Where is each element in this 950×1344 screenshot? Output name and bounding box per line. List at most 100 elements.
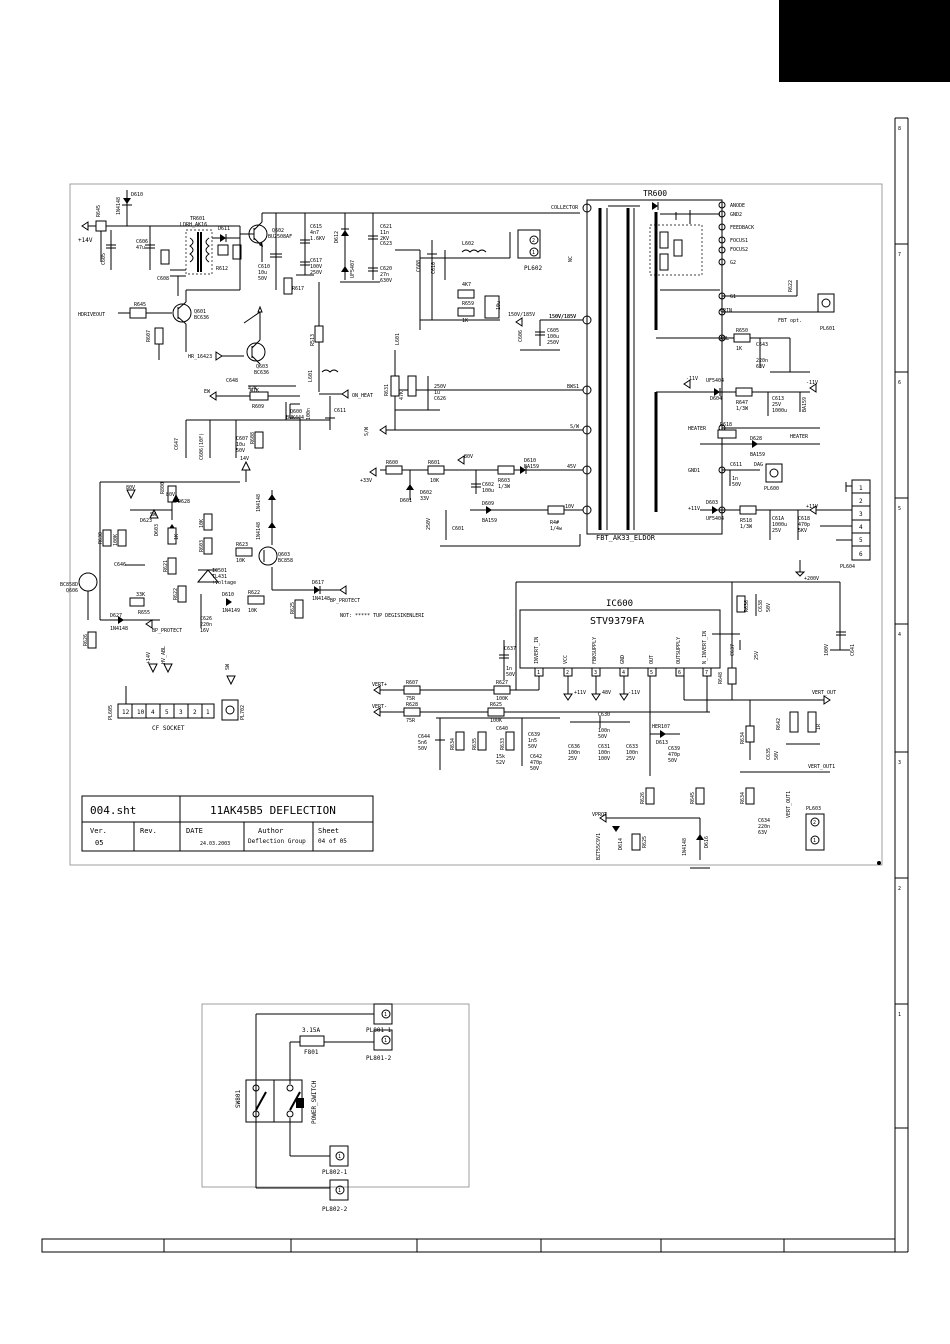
- svg-text:C620: C620: [380, 266, 392, 272]
- svg-text:D601: D601: [400, 498, 412, 504]
- svg-text:16V: 16V: [200, 628, 209, 634]
- fbt-label: FBT_AK33_ELDOR: [596, 534, 656, 542]
- svg-text:1: 1: [384, 1012, 387, 1018]
- svg-text:OUTSUPPLY: OUTSUPPLY: [676, 637, 682, 664]
- svg-text:Q602: Q602: [272, 228, 284, 234]
- svg-text:33K: 33K: [136, 592, 145, 598]
- svg-text:R650: R650: [736, 328, 748, 334]
- svg-text:C641: C641: [850, 644, 856, 656]
- pl801-2: PL801-2: [366, 1055, 392, 1062]
- svg-text:C633: C633: [626, 744, 638, 750]
- sheet-title: 11AK45B5 DEFLECTION: [210, 804, 336, 817]
- svg-text:50V: 50V: [598, 734, 607, 740]
- svg-text:100u: 100u: [482, 488, 494, 494]
- right-margin-strip: 8 7 6 5 4 3 2 1: [894, 117, 909, 1253]
- svg-text:R630: R630: [98, 532, 104, 544]
- svg-text:+11V: +11V: [688, 506, 700, 512]
- svg-text:5KV: 5KV: [798, 528, 807, 534]
- svg-text:470p: 470p: [668, 752, 680, 758]
- svg-text:C637: C637: [730, 644, 736, 656]
- fuse-rating: 3.15A: [302, 1027, 320, 1034]
- svg-text:R518: R518: [740, 518, 752, 524]
- svg-text:R4#: R4#: [550, 520, 559, 526]
- sheet-file: 004.sht: [90, 804, 136, 817]
- svg-text:G1: G1: [730, 294, 736, 300]
- svg-text:D602: D602: [420, 490, 432, 496]
- svg-text:100V: 100V: [824, 644, 830, 656]
- svg-text:C640: C640: [496, 726, 508, 732]
- fuse-ref: F801: [304, 1049, 319, 1056]
- svg-text:C605: C605: [101, 253, 107, 265]
- svg-text:100n: 100n: [598, 750, 610, 756]
- svg-text:6: 6: [898, 380, 901, 386]
- svg-text:5: 5: [650, 670, 653, 676]
- svg-text:R647: R647: [736, 400, 748, 406]
- svg-text:1/4w: 1/4w: [550, 526, 563, 532]
- svg-text:EW: EW: [204, 389, 211, 395]
- svg-text:250V: 250V: [426, 518, 432, 530]
- svg-text:C636: C636: [568, 744, 580, 750]
- svg-text:C618: C618: [798, 516, 810, 522]
- svg-text:PL605: PL605: [108, 705, 114, 720]
- svg-text:R625: R625: [642, 836, 648, 848]
- svg-text:C61A: C61A: [772, 516, 784, 522]
- svg-text:C601: C601: [452, 526, 464, 532]
- svg-text:N_INVERT_IN: N_INVERT_IN: [702, 631, 708, 664]
- svg-text:470p: 470p: [798, 522, 810, 528]
- svg-text:R623: R623: [236, 542, 248, 548]
- cf-socket-section: +14V HV_ABL SW 12 10 4 5 3 2 1 PL605 CF …: [108, 646, 246, 732]
- svg-text:HR_16423: HR_16423: [188, 354, 212, 360]
- svg-text:C602: C602: [482, 482, 494, 488]
- svg-text:27n: 27n: [380, 272, 389, 278]
- svg-text:GND1: GND1: [688, 468, 700, 474]
- svg-text:R625: R625: [290, 602, 296, 614]
- author-value: Deflection Group: [248, 838, 306, 845]
- svg-text:C626: C626: [200, 616, 212, 622]
- svg-text:R645: R645: [690, 792, 696, 804]
- sheet-value: 04 of 05: [318, 838, 347, 845]
- heater-label: HEATER: [790, 434, 809, 440]
- fbt-transformer: TR600 COLLECTOR NC 150V/185V BWS1 S/W 45…: [549, 189, 754, 542]
- svg-text:R622: R622: [788, 280, 794, 292]
- svg-text:VERT_OUT1: VERT_OUT1: [808, 764, 835, 770]
- svg-text:VPROT: VPROT: [592, 812, 607, 818]
- svg-text:75R: 75R: [406, 696, 416, 702]
- svg-text:BZT55C9V1: BZT55C9V1: [596, 833, 602, 860]
- svg-text:BC858: BC858: [278, 558, 293, 564]
- svg-text:D610: D610: [131, 192, 143, 198]
- svg-text:L601: L601: [395, 333, 401, 345]
- svg-text:D623: D623: [140, 518, 152, 524]
- svg-text:C637: C637: [504, 646, 516, 652]
- svg-text:+14V: +14V: [146, 652, 152, 664]
- svg-text:220n: 220n: [758, 824, 770, 830]
- svg-text:D604: D604: [710, 396, 722, 402]
- svg-text:Q603: Q603: [256, 364, 268, 370]
- svg-text:NC: NC: [568, 256, 574, 262]
- svg-text:FOCUS2: FOCUS2: [730, 247, 748, 253]
- svg-text:25V: 25V: [626, 756, 635, 762]
- svg-text:Q600: Q600: [290, 409, 302, 415]
- svg-text:PL604: PL604: [840, 564, 855, 570]
- svg-text:R626: R626: [640, 792, 646, 804]
- svg-text:50V: 50V: [732, 482, 741, 488]
- svg-text:150V/185V: 150V/185V: [549, 314, 576, 320]
- svg-text:FBT opt.: FBT opt.: [778, 318, 802, 324]
- svg-text:15k: 15k: [496, 754, 505, 760]
- horizontal-drive-section: D610 1N4148 R645 +14V C605 C606 47u: [78, 190, 580, 399]
- svg-text:R622: R622: [248, 590, 260, 596]
- svg-text:2: 2: [532, 238, 535, 244]
- svg-text:R645: R645: [96, 205, 102, 217]
- svg-text:100n: 100n: [306, 408, 312, 420]
- switch-label: POWER_SWITCH: [311, 1080, 318, 1124]
- svg-text:3: 3: [179, 709, 183, 716]
- svg-text:VERT_OUT1: VERT_OUT1: [786, 791, 792, 818]
- svg-text:2KV: 2KV: [380, 236, 389, 242]
- svg-text:D609: D609: [482, 501, 494, 507]
- svg-text:52V: 52V: [496, 760, 505, 766]
- svg-text:1.6KV: 1.6KV: [310, 236, 325, 242]
- svg-text:TL431: TL431: [212, 574, 227, 580]
- svg-text:D614: D614: [618, 838, 624, 850]
- svg-text:VERT_OUT: VERT_OUT: [812, 690, 836, 696]
- svg-text:50V: 50V: [766, 603, 772, 612]
- svg-text:C610: C610: [258, 264, 270, 270]
